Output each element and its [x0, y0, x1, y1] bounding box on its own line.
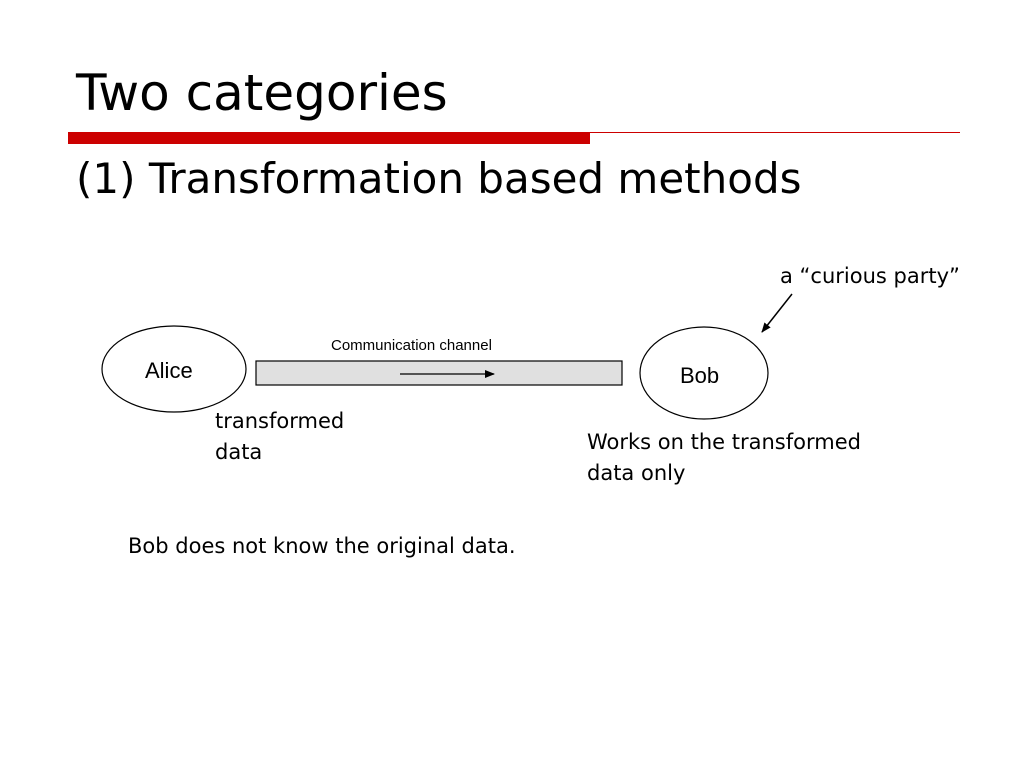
bob-node [639, 326, 769, 420]
alice-label: Alice [145, 358, 193, 383]
slide-subtitle: (1) Transformation based methods [76, 154, 802, 203]
channel-label: Communication channel [331, 337, 492, 354]
slide-title: Two categories [76, 64, 448, 122]
receiver-note-line-1: Works on the transformed [587, 430, 861, 454]
receiver-note-line-2: data only [587, 461, 686, 485]
curious-party-label: a “curious party” [780, 264, 960, 288]
title-underline-thick [68, 132, 590, 144]
bob-label: Bob [680, 363, 720, 388]
sender-note-line-1: transformed [215, 409, 345, 433]
channel-bar [255, 360, 623, 386]
sender-note-line-2: data [215, 440, 263, 464]
alice-node [101, 325, 247, 413]
observer-pointer-arrow [761, 293, 793, 333]
footer-statement: Bob does not know the original data. [128, 534, 516, 558]
title-underline-thin [590, 132, 960, 133]
